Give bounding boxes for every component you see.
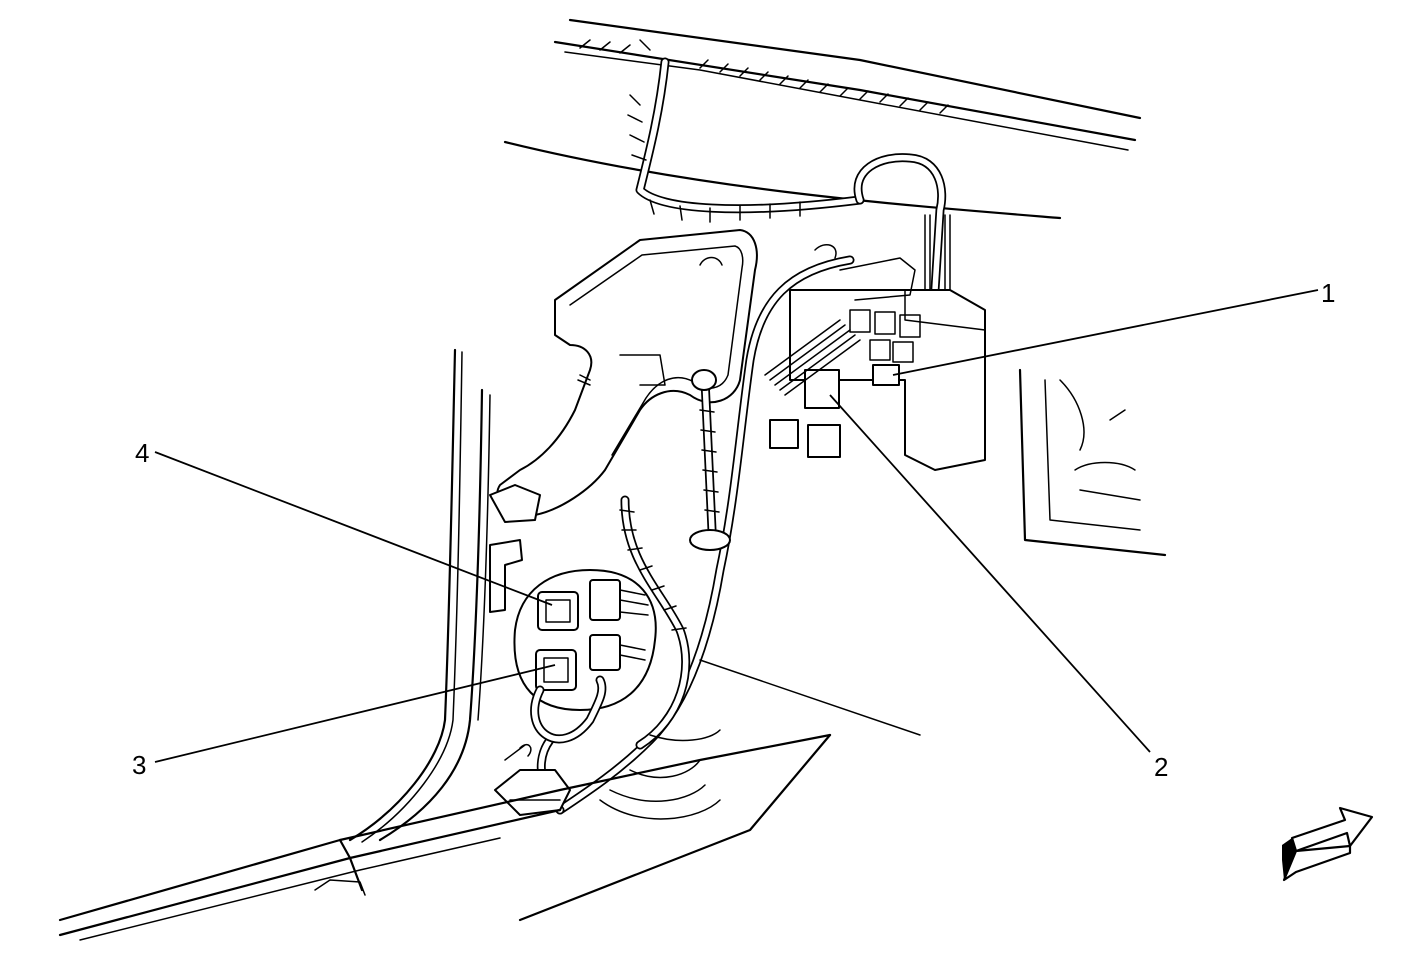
right-body-panel [1018, 368, 1167, 557]
upper-harness [627, 57, 865, 223]
callout-3: 3 [132, 750, 146, 780]
grommet-wire [689, 369, 731, 551]
roof-panel [553, 18, 1142, 151]
relay-block [764, 243, 986, 471]
body-contour-line [503, 140, 1062, 220]
connector-3 [535, 649, 577, 691]
door-frame-clip [489, 539, 523, 613]
leader-3 [154, 664, 556, 763]
bracket-pad [489, 484, 541, 523]
leader-4 [154, 451, 553, 606]
callout-leaders [154, 289, 1319, 763]
callout-4: 4 [135, 438, 149, 468]
floor-sill [58, 659, 921, 941]
connector-1 [872, 364, 900, 386]
main-harness [555, 255, 855, 815]
ground-connector [494, 744, 571, 816]
callout-2: 2 [1154, 752, 1168, 782]
connector-4 [537, 591, 579, 631]
connector-cluster [513, 569, 657, 744]
leader-1 [892, 289, 1319, 376]
callout-1: 1 [1321, 278, 1335, 308]
leader-2 [829, 394, 1151, 753]
pillar [348, 348, 491, 843]
right-harness-loop [853, 153, 951, 296]
front-direction-arrow-icon [1282, 806, 1374, 882]
mounting-bracket [496, 229, 758, 517]
